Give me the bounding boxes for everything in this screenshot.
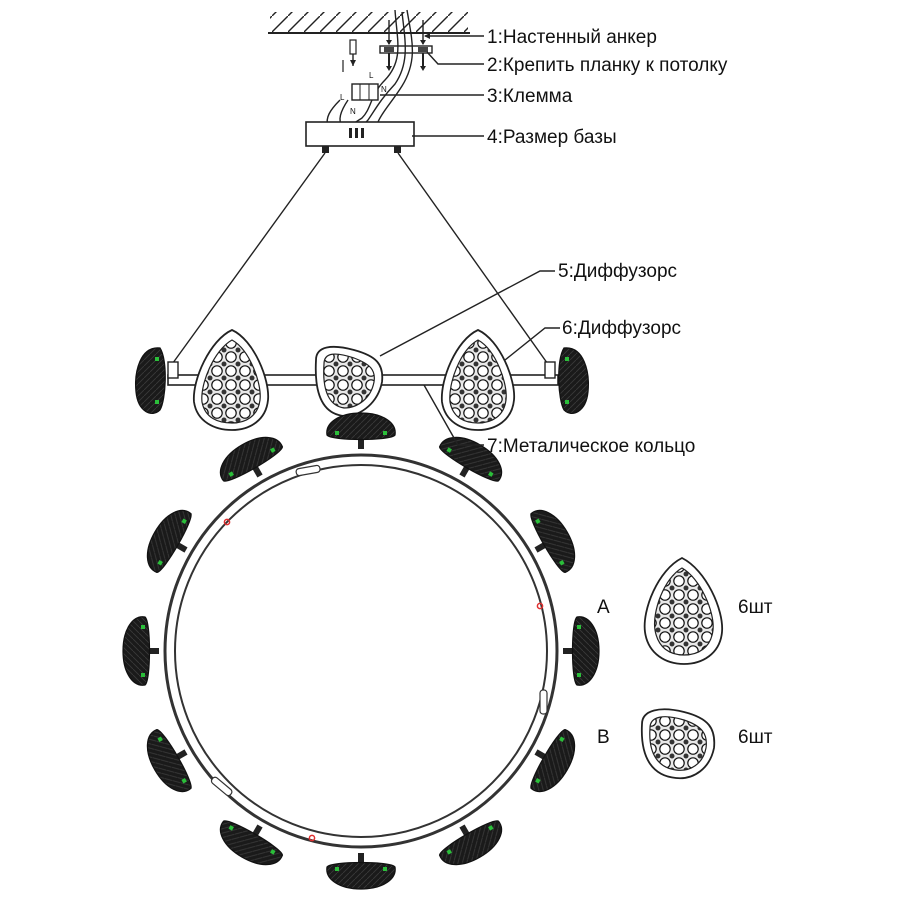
ring-diffuser [326, 412, 396, 449]
ring-diffuser [530, 728, 576, 793]
diffuser-b-center [314, 345, 384, 417]
callout-wall-anchor: 1:Настенный анкер [487, 27, 657, 48]
callout-diffuser-a: 6:Диффузорс [562, 318, 681, 339]
callout-diffuser-b: 5:Диффузорс [558, 261, 677, 282]
part-a-letter: A [597, 597, 610, 618]
ring-diffuser [530, 509, 576, 574]
screwdriver-icon [349, 39, 357, 66]
ring-diffuser [438, 436, 503, 482]
part-b-diffuser [641, 708, 716, 780]
diffuser-a-right [441, 329, 515, 431]
ring-diffuser [438, 820, 503, 866]
part-b-letter: B [597, 727, 610, 748]
callout-base-size: 4:Размер базы [487, 127, 617, 148]
ring-diffuser [326, 853, 396, 890]
diffuser-a-left [193, 329, 269, 431]
canopy-base [305, 121, 415, 153]
ring-diffuser [122, 616, 159, 686]
wire-label-neutral-2: N [350, 107, 356, 116]
suspension-cables [169, 152, 551, 368]
callout-leaders [379, 33, 560, 446]
wire-label-neutral: N [381, 85, 387, 94]
ring-diffuser [563, 616, 600, 686]
terminal-block: L N L N [340, 71, 387, 116]
ring-diffuser [146, 509, 192, 574]
wire-label-live-2: L [340, 93, 345, 102]
diffuser-side-left [135, 347, 166, 414]
part-a-diffuser [643, 556, 723, 665]
part-a-quantity: 6шт [738, 597, 773, 618]
ring-diffuser [219, 820, 284, 866]
part-b-quantity: 6шт [738, 727, 773, 748]
wire-label-live: L [369, 71, 374, 80]
ring-diffusers [122, 412, 600, 890]
ring-diffuser [219, 436, 284, 482]
ring-diffuser [146, 728, 192, 793]
ring-top-view [163, 453, 559, 849]
callout-mounting-bar: 2:Крепить планку к потолку [487, 55, 728, 76]
mounting-bar [379, 45, 433, 71]
callout-metal-ring: 7:Металическое кольцо [487, 436, 695, 457]
wall-anchor [386, 20, 426, 45]
diffuser-side-right [558, 347, 589, 414]
ceiling [268, 12, 470, 34]
callout-terminal: 3:Клемма [487, 86, 573, 107]
